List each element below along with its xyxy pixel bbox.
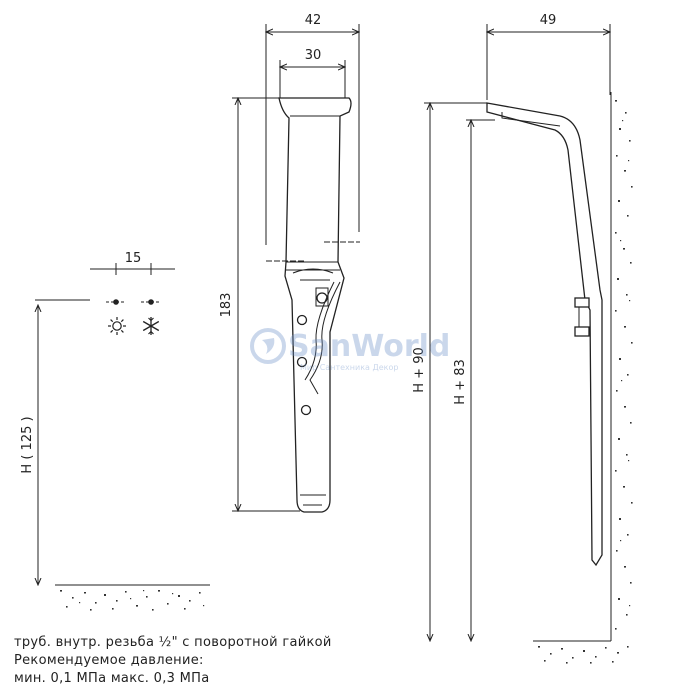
valve-spacing-label: 15 <box>125 251 142 266</box>
note-thread: труб. внутр. резьба ½" с поворотной гайк… <box>14 635 332 650</box>
installation-notes: труб. внутр. резьба ½" с поворотной гайк… <box>14 634 332 688</box>
height-label: 183 <box>219 293 234 318</box>
hot-connection-point <box>106 299 126 305</box>
floor-hatch-left <box>60 590 205 611</box>
connection-diagram: H ( 125 ) 15 <box>20 251 210 611</box>
sun-icon <box>108 317 126 335</box>
front-view: 42 30 183 <box>219 13 360 513</box>
depth-label: 49 <box>540 13 557 28</box>
watermark: SanWorld Мир Сантехника Декор <box>250 328 450 372</box>
width-inner-label: 30 <box>305 48 322 63</box>
height-top-label: H + 90 <box>412 347 427 392</box>
note-pressure-title: Рекомендуемое давление: <box>14 653 204 668</box>
floor-hatch-right <box>538 646 629 664</box>
watermark-brand: SanWorld <box>288 329 450 364</box>
install-height-label: H ( 125 ) <box>20 416 35 473</box>
note-pressure-range: мин. 0,1 МПа макс. 0,3 МПа <box>14 671 210 686</box>
side-valve-lower <box>574 326 590 337</box>
side-valve-upper <box>574 297 590 308</box>
side-view: 49 H + 90 H + 83 <box>412 13 633 664</box>
watermark-tagline: Мир Сантехника Декор <box>300 363 398 372</box>
snowflake-icon <box>142 317 160 335</box>
wall-hatch <box>615 100 633 630</box>
cold-connection-point <box>141 299 161 305</box>
height-outlet-label: H + 83 <box>453 359 468 404</box>
shower-panel-front <box>278 97 352 513</box>
drop-logo-icon <box>250 328 286 364</box>
shower-panel-side <box>486 102 603 567</box>
width-outer-label: 42 <box>305 13 322 28</box>
